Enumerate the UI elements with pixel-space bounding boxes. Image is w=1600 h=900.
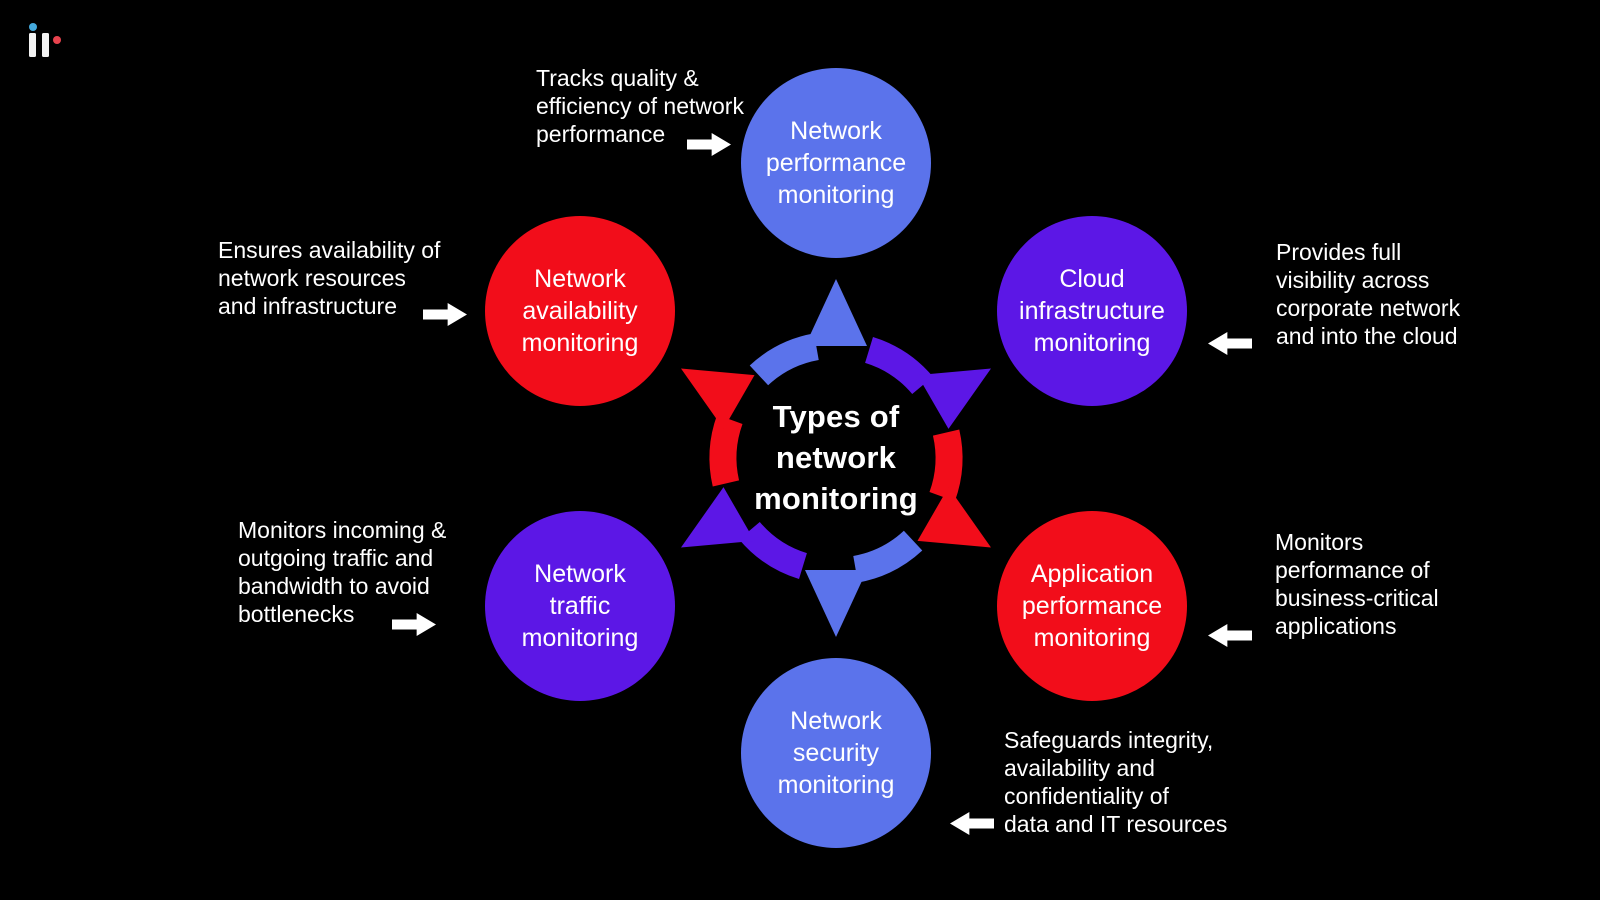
logo-bar-left: [29, 33, 36, 57]
node-label: Cloud infrastructure monitoring: [1019, 265, 1165, 357]
description-network-security: Safeguards integrity, availability and c…: [1004, 727, 1228, 837]
ring-arc-to-application: [929, 429, 963, 502]
ir-logo: [20, 12, 70, 64]
node-application-performance-monitoring: Application performance monitoring: [997, 511, 1187, 701]
ring-arrowhead-to-cloud: [917, 368, 992, 429]
logo-red-dot-icon: [53, 36, 61, 44]
ring-arc-to-traffic: [739, 521, 808, 579]
ring-arc-to-cloud: [864, 337, 933, 395]
description-application-performance: Monitors performance of business-critica…: [1275, 529, 1439, 639]
node-label: Network performance monitoring: [765, 117, 907, 209]
ring-arrowhead-to-security: [805, 570, 867, 637]
logo-bar-right: [42, 33, 49, 57]
description-cloud-infrastructure: Provides full visibility across corporat…: [1276, 239, 1461, 349]
ring-arc-to-availability: [709, 414, 743, 487]
node-label: Network availability monitoring: [521, 265, 639, 357]
node-network-traffic-monitoring: Network traffic monitoring: [485, 511, 675, 701]
node-label: Network traffic monitoring: [521, 560, 639, 652]
node-cloud-infrastructure-monitoring: Cloud infrastructure monitoring: [997, 216, 1187, 406]
logo-blue-dot-icon: [29, 23, 37, 31]
description-network-performance: Tracks quality & efficiency of network p…: [536, 65, 744, 147]
ring-arc-to-security: [852, 530, 923, 583]
node-label: Application performance monitoring: [1021, 560, 1163, 652]
ring-arrowhead-to-performance: [805, 279, 867, 346]
node-label: Network security monitoring: [777, 707, 895, 799]
ring-arc-to-performance: [749, 333, 820, 386]
node-network-availability-monitoring: Network availability monitoring: [485, 216, 675, 406]
description-network-traffic: Monitors incoming & outgoing traffic and…: [238, 517, 447, 627]
ring-arrowhead-to-traffic: [680, 487, 755, 548]
description-network-availability: Ensures availability of network resource…: [218, 237, 441, 319]
node-network-security-monitoring: Network security monitoring: [741, 658, 931, 848]
node-network-performance-monitoring: Network performance monitoring: [741, 68, 931, 258]
ring-arrowhead-to-application: [917, 487, 992, 548]
diagram-title: Types of network monitoring: [754, 399, 918, 516]
ring-arrowhead-to-availability: [680, 368, 755, 429]
